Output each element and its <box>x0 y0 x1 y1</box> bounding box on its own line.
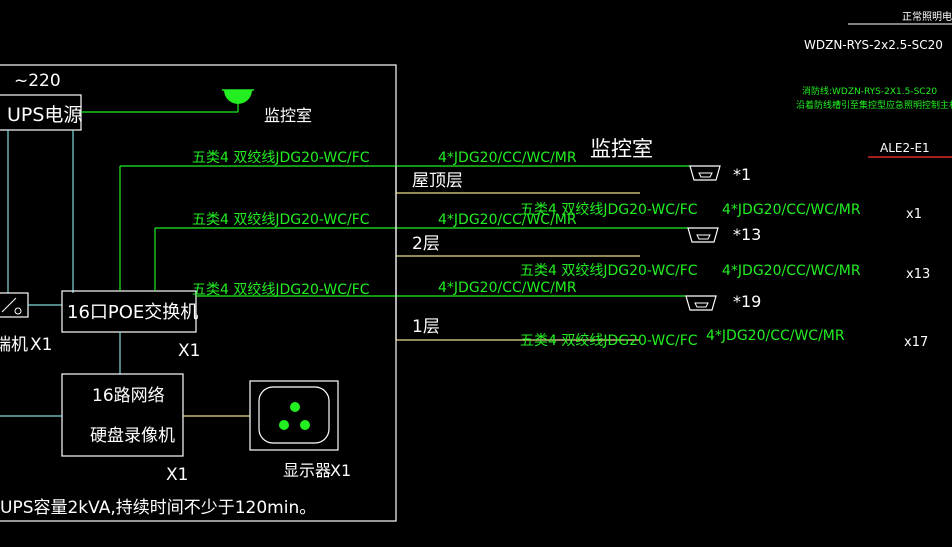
camera-count-1: *19 <box>733 292 761 311</box>
ups-label: UPS电源 <box>7 104 82 126</box>
sub-roof-cable: 五类4 双绞线JDG20-WC/FC <box>520 201 698 218</box>
monitor-dot-2 <box>279 420 289 430</box>
floor-2: 2层 <box>412 234 440 254</box>
camera-icon <box>689 165 721 181</box>
floor-roof: 屋顶层 <box>412 171 463 191</box>
run-1-sub: 4*JDG20/CC/WC/MR <box>438 280 577 296</box>
supply-label: ~220 <box>14 71 61 91</box>
tr-note-2: 沿着防线槽引至集控型应急照明控制主机 <box>796 99 952 111</box>
terminal-dot <box>14 307 22 315</box>
camera-count-2: *13 <box>733 225 761 244</box>
sub-1-pipe: 4*JDG20/CC/WC/MR <box>706 328 845 344</box>
sub-2-pipe: 4*JDG20/CC/WC/MR <box>722 263 861 279</box>
monitor-room-outlet-icon <box>224 90 252 104</box>
monitor-frame <box>249 380 339 451</box>
floor-1: 1层 <box>412 317 440 337</box>
nvr-box <box>61 373 184 457</box>
poe-qty: X1 <box>178 341 200 361</box>
run-1-cable: 五类4 双绞线JDG20-WC/FC <box>192 281 370 298</box>
camera-icon <box>687 227 719 243</box>
run-2-cable: 五类4 双绞线JDG20-WC/FC <box>192 211 370 228</box>
tr-note-1: 消防线:WDZN-RYS-2X1.5-SC20 <box>802 85 937 97</box>
tr-cable: WDZN-RYS-2x2.5-SC20 <box>804 38 943 52</box>
monitor-screen <box>258 386 330 444</box>
poe-switch-box <box>61 290 197 333</box>
nvr-label-2: 硬盘录像机 <box>90 426 175 446</box>
sub-1-cable: 五类4 双绞线JDG20-WC/FC <box>520 332 698 349</box>
sub-roof-pipe: 4*JDG20/CC/WC/MR <box>722 202 861 218</box>
monitor-dot-3 <box>300 420 310 430</box>
sub-2-cable: 五类4 双绞线JDG20-WC/FC <box>520 262 698 279</box>
monitor-qty: X1 <box>330 461 351 480</box>
monitor-label: 显示器 <box>283 461 331 480</box>
monitor-room-left: 监控室 <box>264 106 312 125</box>
run-roof-cable: 五类4 双绞线JDG20-WC/FC <box>192 149 370 166</box>
qty-1: x17 <box>904 335 928 350</box>
terminal-slash <box>1 297 17 313</box>
qty-roof: x1 <box>906 207 922 222</box>
terminal-qty: X1 <box>30 335 52 355</box>
run-2-sub: 4*JDG20/CC/WC/MR <box>438 212 577 228</box>
camera-icon <box>685 295 717 311</box>
terminal-box <box>0 292 29 318</box>
terminal-label: 端机 <box>0 335 28 355</box>
nvr-qty: X1 <box>166 465 188 485</box>
qty-2: x13 <box>906 267 930 282</box>
tr-title: 正常照明电源 <box>902 10 952 23</box>
tr-panel: ALE2-E1 <box>880 141 930 155</box>
monitor-room-right: 监控室 <box>590 137 653 161</box>
monitor-dot-1 <box>290 402 300 412</box>
run-roof-sub: 4*JDG20/CC/WC/MR <box>438 150 577 166</box>
camera-count-roof: *1 <box>733 165 751 184</box>
poe-switch-label: 16口POE交换机 <box>67 302 198 323</box>
ups-note: UPS容量2kVA,持续时间不少于120min。 <box>0 498 316 518</box>
nvr-label-1: 16路网络 <box>92 386 165 406</box>
